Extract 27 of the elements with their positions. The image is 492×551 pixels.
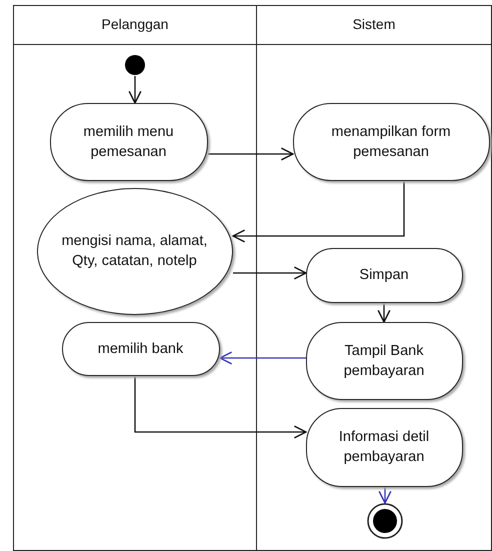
arrow — [377, 303, 391, 323]
action-label: memilih bank — [96, 340, 184, 358]
arrow — [219, 351, 306, 365]
action-label: mengisi nama, alamat, Qty, catatan, notelp — [60, 232, 208, 271]
action-label: memilih menu pemesanan — [82, 122, 175, 162]
arrow — [233, 266, 307, 280]
lane-title: Sistem — [352, 16, 396, 32]
action-node — [306, 408, 462, 486]
swimlane — [13, 5, 257, 551]
lane-title: Pelanggan — [100, 16, 170, 32]
arrow — [134, 376, 307, 439]
arrow — [128, 76, 142, 104]
action-label: Informasi detil pembayaran — [338, 428, 430, 467]
action-node — [306, 248, 462, 302]
initial-node — [124, 54, 146, 76]
action-node — [50, 102, 208, 180]
action-label: Simpan — [358, 266, 410, 285]
action-label: Tampil Bank pembayaran — [342, 342, 426, 380]
arrow — [378, 487, 392, 504]
action-node — [306, 322, 462, 400]
action-node — [62, 322, 220, 376]
swimlane — [256, 5, 492, 551]
final-node — [366, 502, 402, 538]
arrow — [232, 181, 405, 243]
arrow — [208, 147, 294, 161]
action-label: menampilkan form pemesanan — [330, 122, 452, 162]
action-node — [292, 102, 490, 180]
